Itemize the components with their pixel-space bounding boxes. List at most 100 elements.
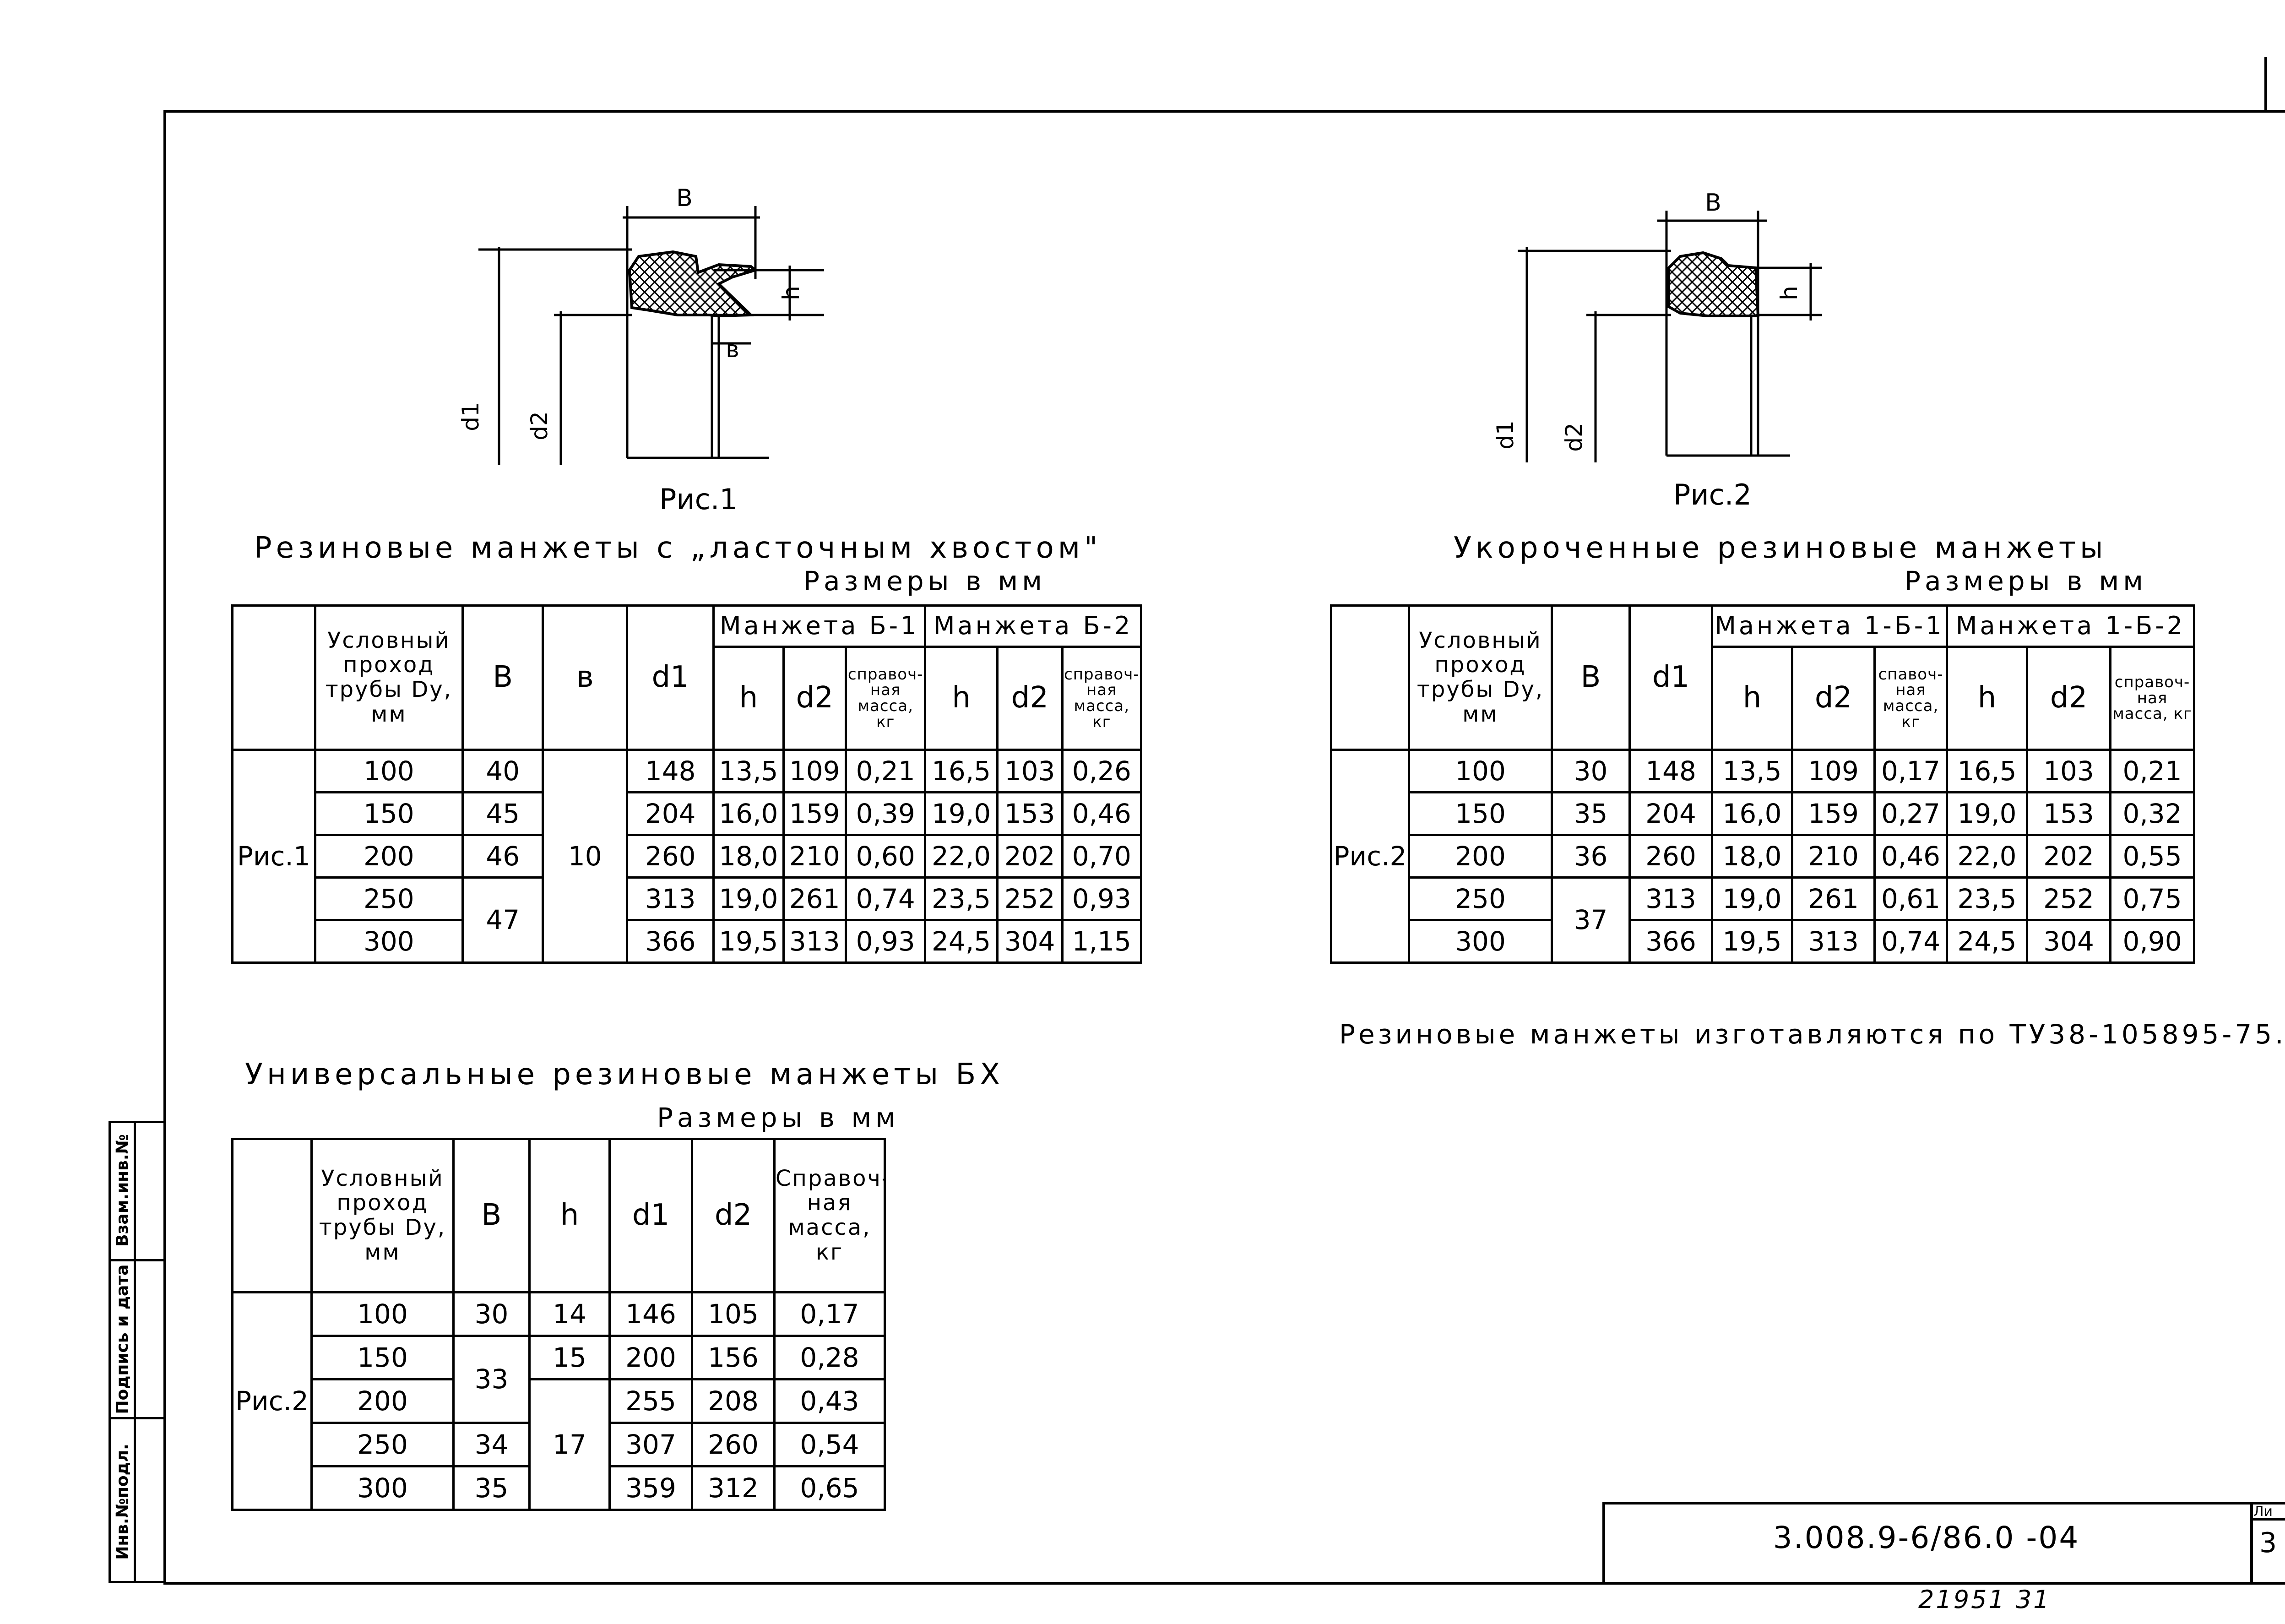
t2-header-d22: d2 <box>2026 646 2112 751</box>
t3-dy: 300 <box>310 1465 455 1511</box>
table-row: Рис.2 100 30 148 13,5 109 0,17 16,5 103 … <box>1330 749 2196 964</box>
t3-header-blank <box>231 1138 313 1293</box>
t1-d1: 148 <box>626 749 715 793</box>
fig1-dim-d1: d1 <box>457 402 484 431</box>
t2-header-h2: h <box>1946 646 2029 751</box>
inventory-number: 21951 31 <box>1918 1585 2051 1614</box>
frame-bottom-border <box>163 1582 2285 1585</box>
t1-B: 40 <box>461 749 544 793</box>
t1-m2: 1,15 <box>1061 919 1143 964</box>
t3-header-pipe: Условный проход трубы Dу, мм <box>310 1138 455 1293</box>
t2-B: 37 <box>1551 876 1631 964</box>
t2-h1: 18,0 <box>1711 834 1793 879</box>
t2-d1: 260 <box>1628 834 1713 879</box>
t3-d2: 156 <box>691 1335 776 1380</box>
t2-d21: 313 <box>1791 919 1876 964</box>
t3-d2: 105 <box>691 1291 776 1337</box>
t3-d1: 307 <box>608 1422 693 1467</box>
t3-dy: 100 <box>310 1291 455 1337</box>
t3-h: 17 <box>528 1378 611 1511</box>
t3-dy: 200 <box>310 1378 455 1424</box>
side-label-inv-replaced: Взам.инв.№ <box>113 1134 132 1247</box>
figure-1-drawing: В в h d1 d2 <box>457 185 824 465</box>
table1-title: Резиновые манжеты с „ласточным хвостом" <box>254 531 1102 565</box>
t3-d1: 255 <box>608 1378 693 1424</box>
t3-m: 0,43 <box>773 1378 886 1424</box>
t1-group-1: Манжета Б-1 <box>712 604 927 648</box>
t1-h1: 13,5 <box>712 749 785 793</box>
t2-h2: 16,5 <box>1946 749 2029 793</box>
t3-B: 35 <box>452 1465 531 1511</box>
fig1-dim-B: В <box>676 185 693 212</box>
t2-d21: 159 <box>1791 791 1876 836</box>
t3-header-h: h <box>528 1138 611 1293</box>
manufacturing-note: Резиновые манжеты изготавляются по ТУ38-… <box>1339 1019 2285 1050</box>
t1-h1: 19,0 <box>712 876 785 921</box>
t3-d2: 260 <box>691 1422 776 1467</box>
t2-m1: 0,17 <box>1873 749 1948 793</box>
t1-header-d1: d1 <box>626 604 715 751</box>
t1-B: 47 <box>461 876 544 964</box>
t2-d1: 148 <box>1628 749 1713 793</box>
figure-2-drawing: В h d1 d2 <box>1492 189 1822 462</box>
t1-d1: 313 <box>626 876 715 921</box>
table1-units: Размеры в мм <box>803 565 1046 597</box>
table-row: 250 47 313 19,0 261 0,74 23,5 252 0,93 <box>233 876 1143 964</box>
t2-row-label: Рис.2 <box>1330 749 1410 964</box>
t3-d1: 200 <box>608 1335 693 1380</box>
t1-m1: 0,74 <box>845 876 927 921</box>
t1-d22: 153 <box>996 791 1064 836</box>
t2-h2: 24,5 <box>1946 919 2029 964</box>
fig2-dim-d2: d2 <box>1561 423 1587 452</box>
t2-dy: 100 <box>1408 749 1553 793</box>
t1-m1: 0,60 <box>845 834 927 879</box>
t1-d21: 261 <box>782 876 847 921</box>
t1-header-d22: d2 <box>996 646 1064 751</box>
t2-h1: 13,5 <box>1711 749 1793 793</box>
t2-d1: 366 <box>1628 919 1713 964</box>
t3-row-label: Рис.2 <box>231 1291 313 1511</box>
t2-m2: 0,55 <box>2109 834 2196 879</box>
t1-m1: 0,93 <box>845 919 927 964</box>
table-row: 200 46 260 18,0 210 0,60 22,0 202 0,70 <box>233 834 1143 879</box>
sheet-label: Ли <box>2253 1504 2273 1520</box>
frame-top-border <box>163 110 2285 113</box>
t2-header-d1: d1 <box>1628 604 1713 751</box>
t1-h1: 18,0 <box>712 834 785 879</box>
side-stamp-strip <box>109 1121 163 1583</box>
t3-d2: 208 <box>691 1378 776 1424</box>
table-row: 150 45 204 16,0 159 0,39 19,0 153 0,46 <box>233 791 1143 836</box>
t1-m2: 0,93 <box>1061 876 1143 921</box>
t3-m: 0,17 <box>773 1291 886 1337</box>
t2-group-2: Манжета 1-Б-2 <box>1946 604 2196 648</box>
t3-header-mass: Справоч-ная масса, кг <box>773 1138 886 1293</box>
t2-h1: 16,0 <box>1711 791 1793 836</box>
t1-dy: 300 <box>314 919 464 964</box>
fig1-dim-b: в <box>726 336 739 363</box>
t1-header-pipe: Условный проход трубы Dу, мм <box>314 604 464 751</box>
t2-m1: 0,74 <box>1873 919 1948 964</box>
t3-B: 34 <box>452 1422 531 1467</box>
t2-header-d21: d2 <box>1791 646 1876 751</box>
t3-B: 30 <box>452 1291 531 1337</box>
title-block-divider <box>2250 1518 2285 1521</box>
t1-dy: 200 <box>314 834 464 879</box>
fig2-caption: Рис.2 <box>1673 478 1752 511</box>
t1-d21: 109 <box>782 749 847 793</box>
t3-h: 15 <box>528 1335 611 1380</box>
t2-h1: 19,0 <box>1711 876 1793 921</box>
corner-mark <box>2264 57 2276 110</box>
sheet-number: 3 <box>2259 1527 2277 1559</box>
table2-title: Укороченные резиновые манжеты <box>1454 531 2107 565</box>
table-row: 300 366 19,5 313 0,93 24,5 304 1,15 <box>233 919 1143 964</box>
t1-m1: 0,39 <box>845 791 927 836</box>
t2-m1: 0,46 <box>1873 834 1948 879</box>
table3-units: Размеры в мм <box>657 1102 900 1133</box>
fig2-dim-h: h <box>1776 286 1802 300</box>
t1-B: 46 <box>461 834 544 879</box>
t1-d21: 159 <box>782 791 847 836</box>
cuff-2-section <box>1667 251 1760 317</box>
side-stamp-column <box>109 1121 136 1583</box>
t2-m2: 0,75 <box>2109 876 2196 921</box>
table-row: 300 366 19,5 313 0,74 24,5 304 0,90 <box>1331 919 2196 964</box>
